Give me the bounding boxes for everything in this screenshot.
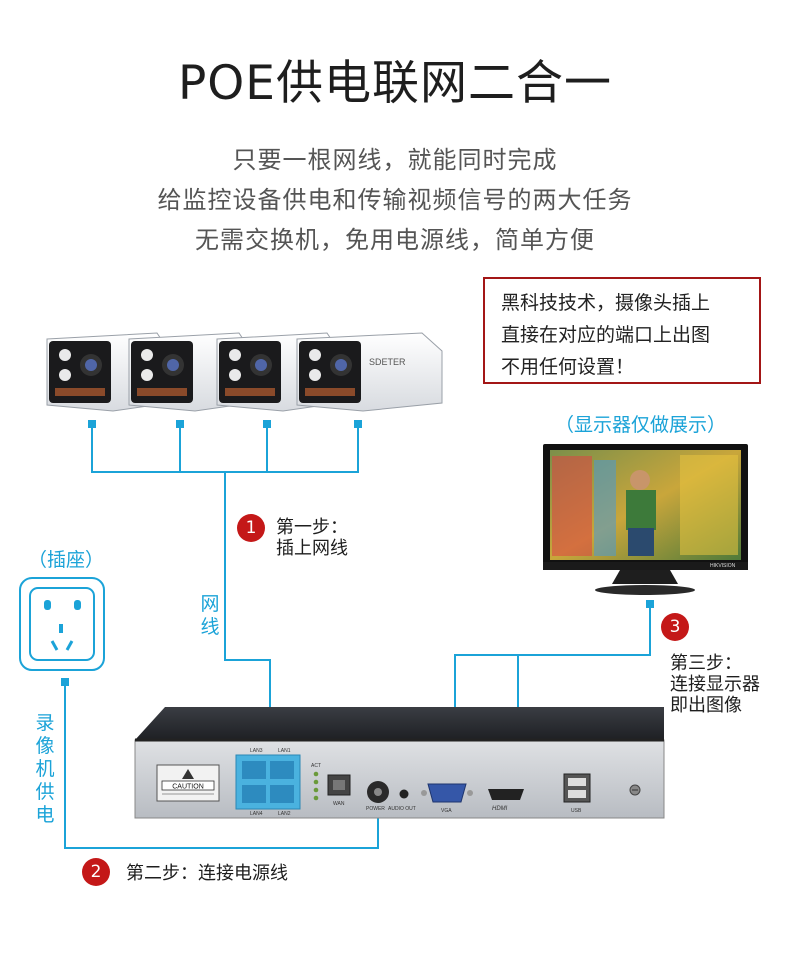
camera-4: SDETER — [296, 332, 443, 412]
subtitle-line-3: 无需交换机，免用电源线，简单方便 — [195, 226, 595, 254]
nvr-power-label: 录 像 机 供 电 — [34, 712, 56, 827]
monitor-display-note: （显示器仅做展示） — [555, 414, 727, 436]
step-1-badge: 1 — [237, 514, 265, 542]
act-label: ACT — [311, 763, 321, 769]
caution-label: CAUTION — [172, 784, 204, 791]
step-3-desc-1: 连接显示器 — [670, 674, 760, 695]
port-lan3: LAN3 — [250, 748, 263, 754]
nvr-power-label-char: 录 — [35, 712, 55, 734]
camera-brand: SDETER — [369, 357, 406, 367]
cable-label-char: 线 — [200, 616, 220, 638]
port-hdmi: HDMI — [492, 806, 508, 812]
step-1-text: 第一步： 插上网线 — [276, 517, 348, 559]
callout-line-1: 黑科技技术，摄像头插上 — [501, 292, 711, 314]
step-1-desc: 插上网线 — [276, 538, 348, 559]
step-3-text: 第三步： 连接显示器 即出图像 — [670, 653, 760, 716]
power-socket — [19, 577, 105, 671]
step-1-title: 第一步： — [276, 517, 348, 538]
port-power: POWER — [366, 806, 385, 812]
port-wan: WAN — [333, 801, 345, 807]
port-lan4: LAN4 — [250, 811, 263, 817]
nvr-power-label-char: 像 — [35, 735, 55, 757]
socket-label: （插座） — [28, 549, 105, 571]
step-2-text: 第二步：连接电源线 — [126, 863, 288, 884]
port-lan1: LAN1 — [278, 748, 291, 754]
page-title: POE供电联网二合一 — [177, 56, 613, 111]
step-2-badge: 2 — [82, 858, 110, 886]
monitor-brand: HIKVISION — [710, 563, 736, 569]
step-3-desc-2: 即出图像 — [670, 695, 742, 716]
subtitle-line-2: 给监控设备供电和传输视频信号的两大任务 — [157, 186, 633, 214]
cable-label: 网 线 — [199, 593, 221, 639]
nvr-power-label-char: 供 — [35, 781, 55, 803]
nvr-power-label-char: 电 — [35, 804, 55, 826]
feature-callout: 黑科技技术，摄像头插上 直接在对应的端口上出图 不用任何设置！ — [483, 277, 761, 384]
subtitle-line-1: 只要一根网线，就能同时完成 — [232, 146, 558, 174]
monitor: HIKVISION — [543, 444, 748, 595]
port-audio: AUDIO OUT — [388, 806, 416, 812]
nvr-power-label-char: 机 — [35, 758, 55, 780]
callout-line-2: 直接在对应的端口上出图 — [501, 324, 711, 346]
camera-group: SDETER — [46, 332, 443, 412]
port-lan2: LAN2 — [278, 811, 291, 817]
nvr-recorder: CAUTION LAN3 LAN1 LAN4 LAN2 ACT WAN POWE… — [134, 707, 665, 819]
port-usb: USB — [571, 808, 582, 814]
callout-line-3: 不用任何设置！ — [501, 356, 635, 378]
step-3-badge: 3 — [661, 613, 689, 641]
cable-label-char: 网 — [200, 593, 220, 615]
port-vga: VGA — [441, 808, 452, 814]
step-3-title: 第三步： — [670, 653, 742, 674]
